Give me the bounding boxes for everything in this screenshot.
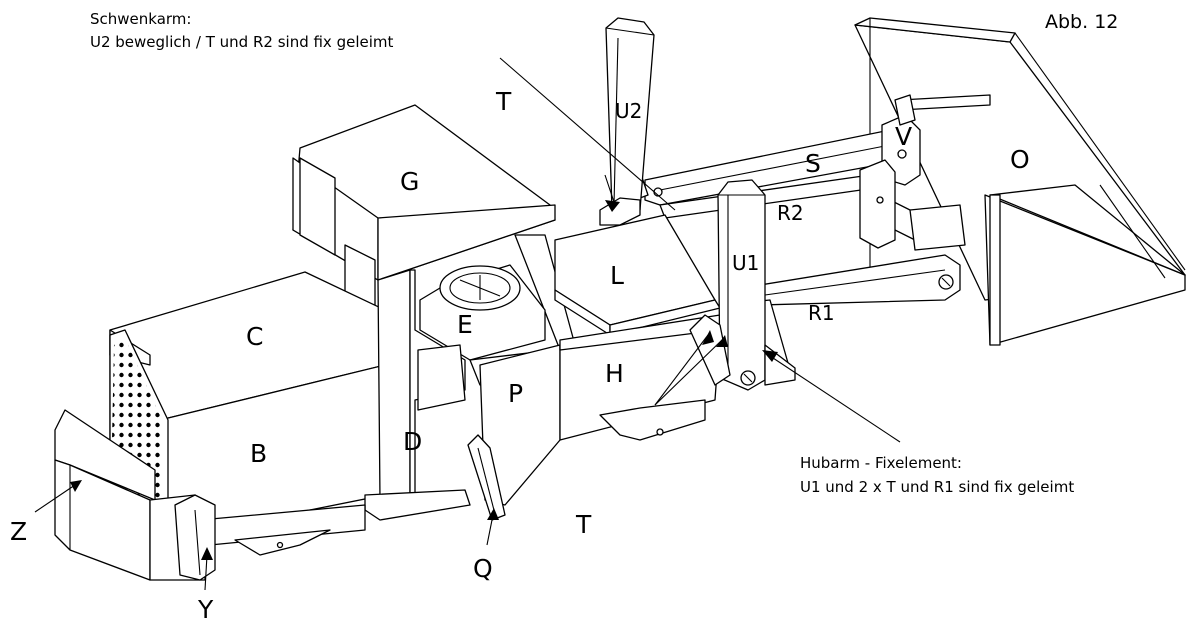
label-z: Z (10, 517, 27, 546)
rod-r1 (759, 254, 961, 306)
label-t-top: T (495, 87, 512, 116)
label-b: B (250, 439, 267, 468)
seat-l (554, 197, 721, 336)
hubarm-text: U1 und 2 x T und R1 sind fix geleimt (800, 478, 1074, 496)
rod-r2 (659, 159, 896, 249)
pillar-d (364, 269, 471, 521)
part-labels: G C B D E L H P Q T T U2 U1 S R2 R1 V O … (10, 87, 1030, 622)
label-g: G (400, 167, 419, 196)
cab-g (292, 104, 576, 351)
label-u1: U1 (732, 251, 759, 275)
arm-u1 (689, 179, 796, 391)
label-r2: R2 (777, 201, 804, 225)
label-l: L (610, 261, 624, 290)
label-t-bottom: T (575, 510, 592, 539)
schwenkarm-title: Schwenkarm: (90, 10, 191, 28)
chassis-h (469, 299, 791, 506)
skid (199, 504, 366, 556)
label-u2: U2 (615, 99, 642, 123)
annotations: Schwenkarm: U2 beweglich / T und R2 sind… (90, 10, 1118, 496)
label-o: O (1010, 145, 1030, 174)
label-e: E (457, 310, 473, 339)
bumper-z (54, 409, 216, 581)
label-p: P (508, 379, 523, 408)
label-c: C (246, 322, 263, 351)
label-y: Y (197, 595, 214, 622)
label-q: Q (473, 554, 493, 583)
label-s: S (805, 149, 821, 178)
label-h: H (605, 359, 624, 388)
label-v: V (895, 122, 912, 151)
hubarm-title: Hubarm - Fixelement: (800, 454, 962, 472)
label-r1: R1 (808, 301, 835, 325)
leader-lines (34, 57, 901, 591)
figure-label: Abb. 12 (1045, 11, 1118, 33)
lever-q (467, 434, 506, 521)
schwenkarm-text: U2 beweglich / T und R2 sind fix geleimt (90, 33, 394, 51)
label-d: D (403, 427, 422, 456)
steering-wheel-e (419, 264, 546, 361)
